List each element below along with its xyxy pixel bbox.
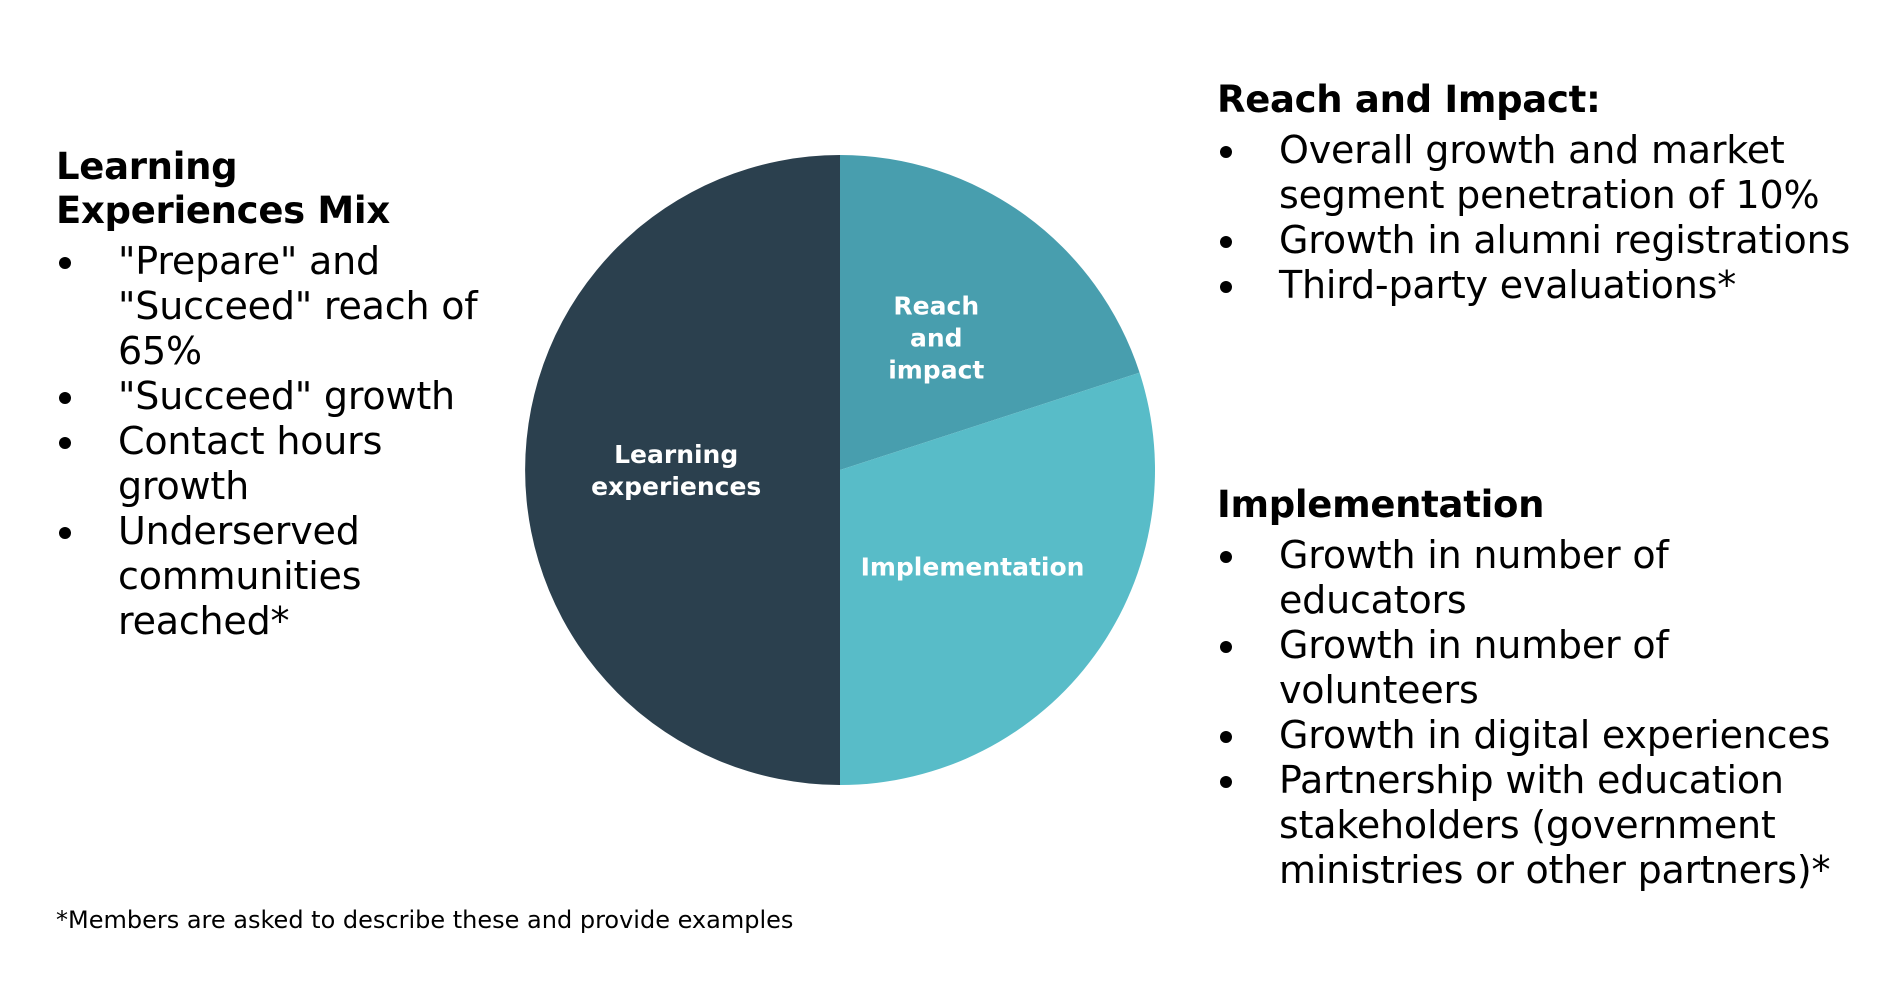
pie-slice-label-0: Reach and impact [888,291,984,384]
list-item: Growth in alumni registrations [1217,218,1857,263]
list-item: Contact hours growth [56,419,496,509]
learning-experiences-list: "Prepare" and "Succeed" reach of 65% "Su… [56,239,496,644]
pie-slice-label-2: Learning experiences [591,440,761,501]
pie-slice-label-1: Implementation [861,552,1085,581]
reach-impact-list: Overall growth and market segment penetr… [1217,128,1857,308]
reach-impact-title: Reach and Impact: [1217,78,1601,121]
list-item: Overall growth and market segment penetr… [1217,128,1857,218]
list-item: Underserved communities reached* [56,509,496,644]
pie-slice-label-line: and [910,323,963,352]
list-item: Growth in number of educators [1217,533,1857,623]
implementation-panel: Implementation Growth in number of educa… [1217,483,1857,893]
pie-slice-0 [840,155,1140,470]
pie-slice-label-line: Reach [893,291,979,320]
list-item: Third-party evaluations* [1217,263,1857,308]
list-item: "Succeed" growth [56,374,496,419]
list-item: Growth in number of volunteers [1217,623,1857,713]
pie-slice-label-line: Learning [614,440,738,469]
pie-slice-2 [525,155,840,785]
pie-slice-label-line: Implementation [861,552,1085,581]
reach-impact-panel: Reach and Impact: Overall growth and mar… [1217,78,1857,308]
list-item: "Prepare" and "Succeed" reach of 65% [56,239,496,374]
pie-slice-label-line: impact [888,355,984,384]
pie-slice-label-line: experiences [591,472,761,501]
list-item: Growth in digital experiences [1217,713,1857,758]
learning-experiences-panel: Learning Experiences Mix "Prepare" and "… [56,145,496,644]
implementation-list: Growth in number of educators Growth in … [1217,533,1857,893]
pie-slice-1 [840,372,1155,785]
learning-experiences-title: Learning Experiences Mix [56,145,390,232]
footnote: *Members are asked to describe these and… [56,906,794,934]
pie-slices [525,155,1155,785]
list-item: Partnership with education stakeholders … [1217,758,1857,893]
implementation-title: Implementation [1217,483,1545,526]
